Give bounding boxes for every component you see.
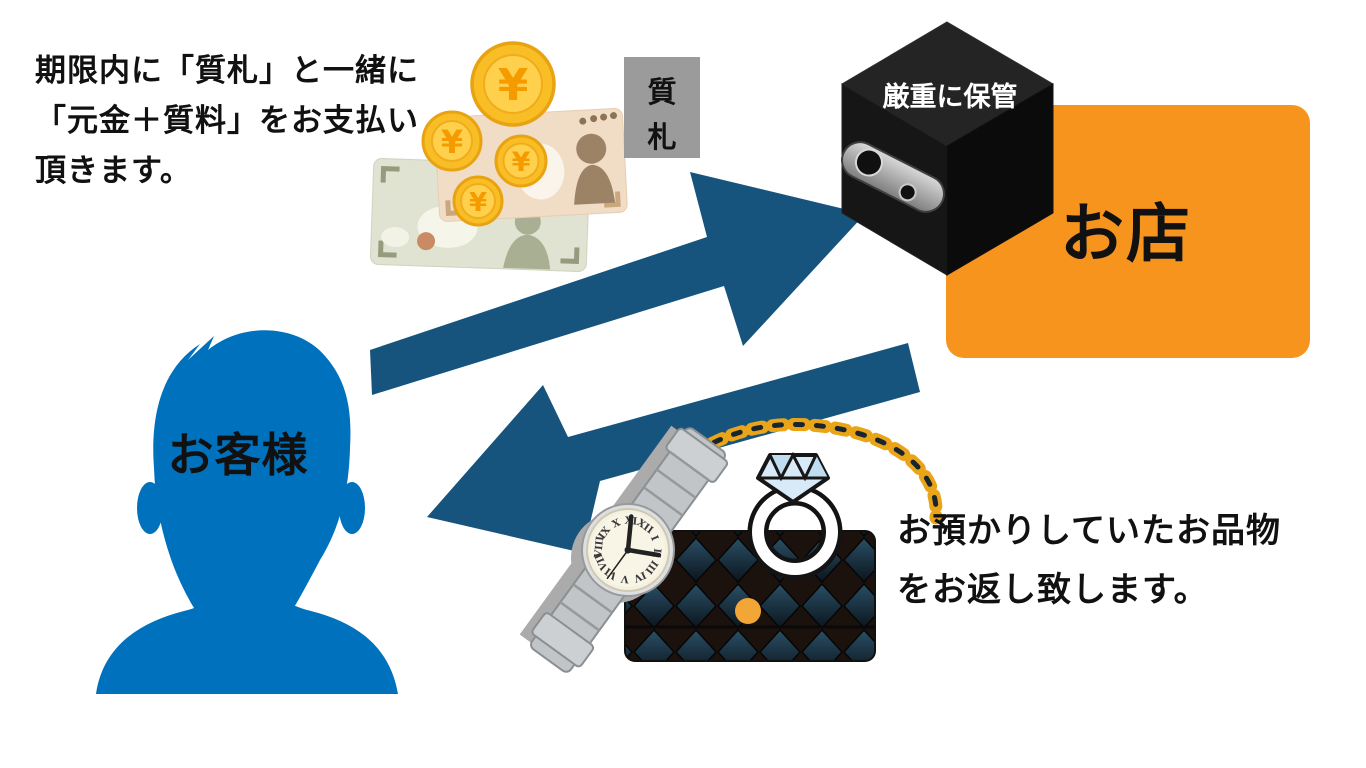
diamond-ring — [747, 451, 843, 580]
customer-silhouette: お客様 — [96, 330, 398, 694]
watch-hands — [606, 514, 662, 580]
customer-shoulders — [96, 548, 398, 694]
return-note-line-2: をお返し致します。 — [897, 570, 1209, 610]
pawn-ticket-char-top: 質 — [647, 75, 676, 109]
yen-coin: ¥ — [494, 134, 548, 188]
valuables-illustration: XII I II III IV V VI VII VIII IX X XI — [519, 417, 943, 673]
ear — [339, 482, 365, 534]
safe-box: 厳重に保管 — [841, 21, 1054, 276]
wristwatch: XII I II III IV V VI VII VIII IX X XI — [519, 425, 729, 673]
return-note: お預かりしていたお品物 をお返し致します。 — [897, 511, 1281, 610]
money-illustration: ¥ ¥ ¥ ¥ — [369, 41, 628, 272]
yen-symbol: ¥ — [441, 123, 463, 161]
yen-coin: ¥ — [421, 110, 483, 172]
yen-coin: ¥ — [452, 175, 504, 227]
customer-label: お客様 — [168, 428, 309, 482]
band-links — [559, 450, 710, 632]
payment-note-line-3: 頂きます。 — [35, 153, 192, 189]
yen-symbol: ¥ — [512, 147, 531, 178]
yen-symbol: ¥ — [498, 60, 529, 111]
watch-numeral: V — [620, 572, 630, 584]
pawn-ticket-tag: 質 札 — [624, 57, 700, 158]
customer-head — [153, 330, 351, 660]
safe-latch — [841, 141, 945, 213]
arrow-customer-to-shop — [370, 172, 865, 395]
watch-numeral: IV — [631, 568, 647, 583]
payment-note-line-1: 期限内に「質札」と一緒に — [35, 53, 419, 89]
watch-numeral: X — [611, 517, 623, 530]
bag-clasp-button — [735, 598, 761, 624]
safe-label: 厳重に保管 — [883, 81, 1018, 113]
pawn-ticket-char-bottom: 札 — [647, 120, 676, 154]
yen-coin: ¥ — [470, 41, 556, 127]
yen-symbol: ¥ — [469, 188, 487, 218]
watch-numeral: I — [648, 534, 660, 543]
watch-numeral: VIII — [593, 535, 606, 559]
payment-note: 期限内に「質札」と一緒に 「元金＋質料」をお支払い 頂きます。 — [35, 53, 419, 189]
payment-note-line-2: 「元金＋質料」をお支払い — [35, 103, 419, 139]
return-note-line-1: お預かりしていたお品物 — [897, 511, 1281, 551]
shop-label: お店 — [1060, 198, 1192, 272]
